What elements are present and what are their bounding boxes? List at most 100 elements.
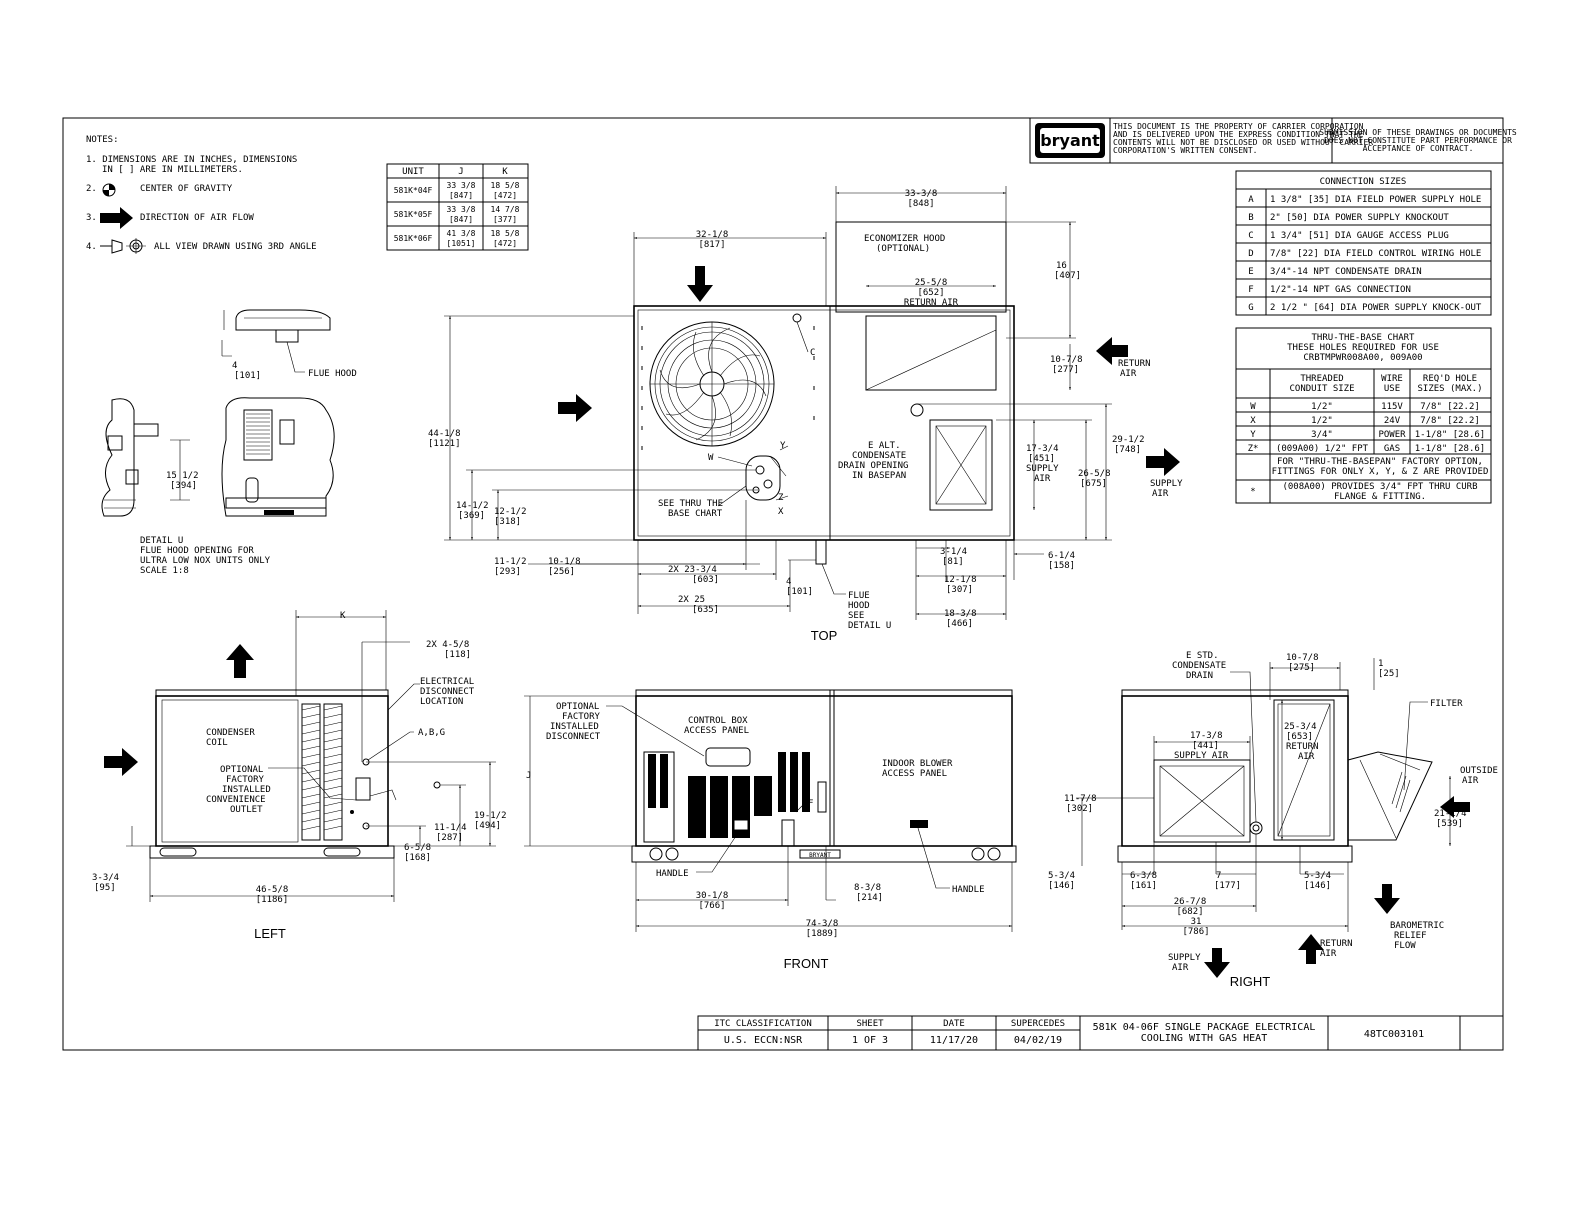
unit-j-in: 33 3/8 <box>447 181 476 190</box>
date-value: 11/17/20 <box>930 1035 978 1046</box>
dim-text: [369] <box>458 511 485 521</box>
thru-base-conduit: (009A00) 1/2" FPT <box>1276 444 1369 454</box>
dim-text: 6-1/4 <box>1048 551 1075 561</box>
dim-text: 12-1/2 <box>494 507 527 517</box>
dim-text: [161] <box>1130 881 1157 891</box>
outlet-label: OPTIONAL <box>220 765 263 775</box>
dim-text: 29-1/2 <box>1112 435 1145 445</box>
dim-text: 8-3/8 <box>854 883 881 893</box>
handle-label: HANDLE <box>656 869 689 879</box>
callout-w: W <box>708 453 714 463</box>
drain-label: DRAIN <box>1186 671 1213 681</box>
dim-text: [118] <box>444 650 471 660</box>
dim-text: [146] <box>1048 881 1075 891</box>
louver-grille <box>243 409 273 461</box>
disconnect-label: LOCATION <box>420 697 463 707</box>
dim-text: [101] <box>234 371 261 381</box>
view-title-right: RIGHT <box>1230 974 1271 989</box>
thru-base-note: FITTINGS FOR ONLY X, Y, & Z ARE PROVIDED <box>1272 467 1489 477</box>
unit-table-row: 581K*06F 41 3/8 [1051] 18 5/8 [472] <box>394 229 520 248</box>
barometric-relief-arrow <box>1374 884 1400 914</box>
economizer-label: ECONOMIZER HOOD <box>864 234 945 244</box>
submission-line: ACCEPTANCE OF CONTRACT. <box>1363 144 1474 153</box>
right-view: E STD. CONDENSATE DRAIN 10-7/8 [275] 1 [… <box>1048 651 1498 989</box>
thru-base-header: CONDUIT SIZE <box>1289 384 1354 394</box>
thru-base-note: FOR "THRU-THE-BASEPAN" FACTORY OPTION, <box>1277 457 1483 467</box>
dim-text: 26-5/8 <box>1078 469 1111 479</box>
thru-base-use: GAS <box>1384 444 1400 454</box>
outside-air-arrow <box>1440 796 1470 818</box>
control-box-label: ACCESS PANEL <box>684 726 749 736</box>
dim-text: 32-1/8 <box>696 230 729 240</box>
drain-label: E STD. <box>1186 651 1219 661</box>
unit-k-mm: [377] <box>493 215 517 224</box>
condenser-fan <box>649 321 775 447</box>
notice-line: CORPORATION'S WRITTEN CONSENT. <box>1113 146 1258 155</box>
flue-label: HOOD <box>848 601 870 611</box>
drawing-description: 581K 04-06F SINGLE PACKAGE ELECTRICAL <box>1093 1022 1316 1033</box>
dim-text: 2X 23-3/4 <box>668 565 717 575</box>
note-4-number: 4. <box>86 242 97 252</box>
dim-text: [95] <box>94 883 116 893</box>
notes-block: NOTES: 1. DIMENSIONS ARE IN INCHES, DIME… <box>86 135 317 254</box>
return-air-label: RETURN AIR <box>904 298 959 308</box>
thru-base-subtitle: THESE HOLES REQUIRED FOR USE <box>1287 343 1439 353</box>
thru-base-conduit: 3/4" <box>1311 430 1333 440</box>
dim-text: 44-1/8 <box>428 429 461 439</box>
detail-u: 4 [101] FLUE HOOD 15 1/2 [394] DETAIL U … <box>101 309 357 576</box>
dim-text: [275] <box>1288 663 1315 673</box>
left-view: CONDENSER COIL OPTIONAL FACTORY INSTALLE… <box>92 610 507 941</box>
return-air-arrow <box>1096 337 1128 365</box>
supply-air-arrow <box>1146 448 1180 476</box>
connection-desc: 1 3/8" [35] DIA FIELD POWER SUPPLY HOLE <box>1270 195 1481 205</box>
drain-label: DRAIN OPENING <box>838 461 908 471</box>
note-1-line2: IN [ ] ARE IN MILLIMETERS. <box>102 165 243 175</box>
outlet-label: INSTALLED <box>222 785 271 795</box>
thru-base-key: Y <box>1250 430 1256 440</box>
connection-key: A <box>1248 195 1254 205</box>
dim-text: 5-3/4 <box>1304 871 1331 881</box>
thru-base-title: THRU-THE-BASE CHART <box>1312 333 1416 343</box>
supply-air-label: SUPPLY <box>1026 464 1059 474</box>
dim-text: [494] <box>474 821 501 831</box>
thru-base-hole: 1-1/8" [28.6] <box>1415 430 1485 440</box>
dim-text: 1 <box>1378 659 1383 669</box>
dim-text: [1186] <box>256 895 289 905</box>
connection-sizes-table: CONNECTION SIZES <box>1235 170 1492 316</box>
bryant-logo: bryant <box>1035 123 1105 158</box>
dim-text: [1889] <box>806 929 839 939</box>
dim-text: 16 <box>1056 261 1067 271</box>
thru-base-hole: 7/8" [22.2] <box>1420 402 1480 412</box>
connection-row: A 1 3/8" [35] DIA FIELD POWER SUPPLY HOLE <box>1248 195 1481 205</box>
thru-base-header: USE <box>1384 384 1400 394</box>
dim-text: [177] <box>1214 881 1241 891</box>
thru-base-header: THREADED <box>1300 374 1343 384</box>
dim-text: [748] <box>1114 445 1141 455</box>
airflow-right-arrow <box>558 394 592 422</box>
dim-text: 6-5/8 <box>404 843 431 853</box>
thru-base-note-key: * <box>1250 487 1255 497</box>
dim-text: 2X 4-5/8 <box>426 640 469 650</box>
notice-line: THIS DOCUMENT IS THE PROPERTY OF CARRIER… <box>1113 122 1364 131</box>
dim-text: [168] <box>404 853 431 863</box>
unit-k-mm: [472] <box>493 239 517 248</box>
disconnect-label: OPTIONAL <box>556 702 599 712</box>
outside-air-label: AIR <box>1462 776 1479 786</box>
return-air-label: RETURN <box>1286 742 1319 752</box>
return-air-label: RETURN <box>1320 939 1353 949</box>
unit-k-in: 18 5/8 <box>491 229 520 238</box>
disconnect-label: DISCONNECT <box>420 687 475 697</box>
note-3-number: 3. <box>86 213 97 223</box>
thru-base-key: W <box>1250 402 1256 412</box>
unit-j-mm: [847] <box>449 191 473 200</box>
front-view: BRYANT J OPTIONAL FACTORY INSTALLED DISC… <box>524 689 1017 971</box>
thru-base-header: WIRE <box>1381 374 1403 384</box>
itc-header: ITC CLASSIFICATION <box>714 1019 812 1029</box>
flue-label: DETAIL U <box>848 621 891 631</box>
dim-text: [25] <box>1378 669 1400 679</box>
airflow-arrow-icon <box>100 207 133 229</box>
see-chart-label: SEE THRU THE <box>658 499 723 509</box>
dim-text: 33-3/8 <box>905 189 938 199</box>
dim-text: 15 1/2 <box>166 471 199 481</box>
